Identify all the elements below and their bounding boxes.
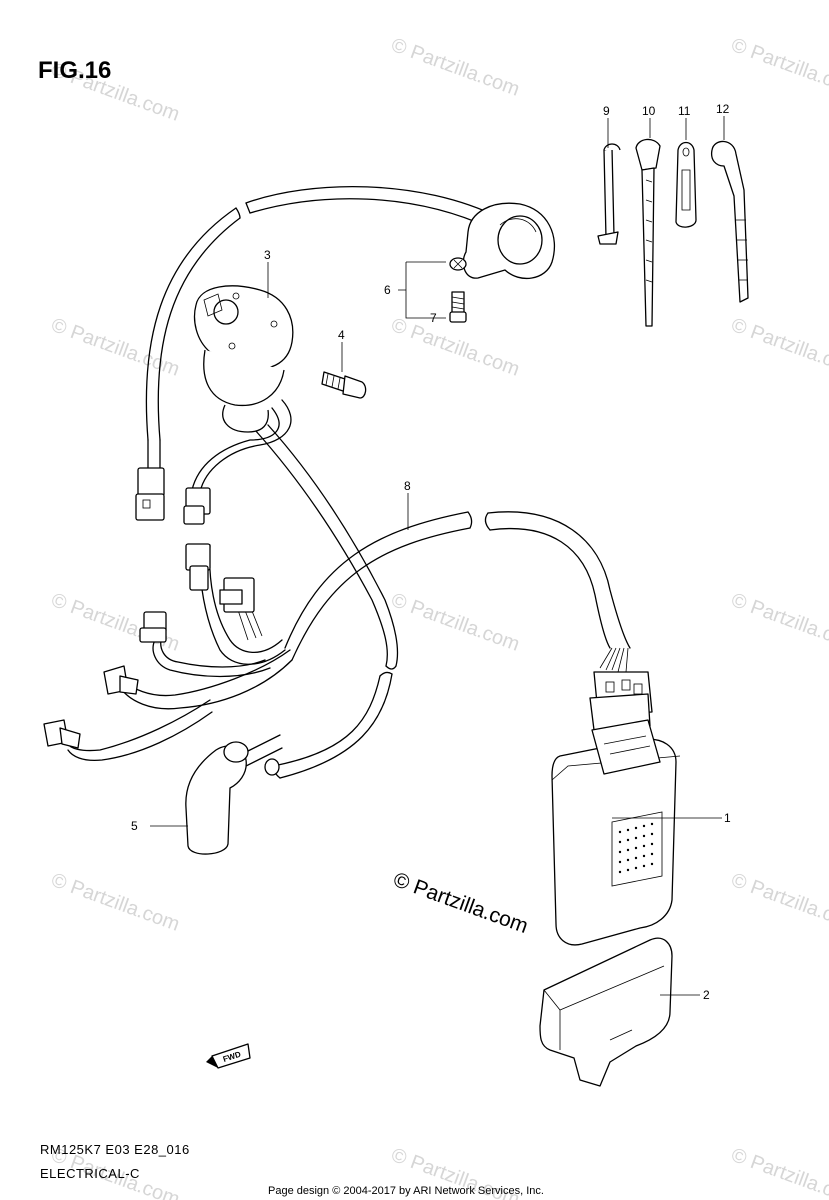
- callout-2: 2: [703, 988, 710, 1002]
- section-name: ELECTRICAL-C: [40, 1166, 140, 1181]
- callout-10: 10: [642, 104, 656, 118]
- cable-ties: [597, 138, 749, 327]
- kill-switch: [183, 285, 294, 525]
- cdi-holder: [539, 937, 673, 1087]
- handlebar-clamp: [449, 202, 556, 323]
- leader-lines: [150, 116, 725, 996]
- watermark-tile: © Partzilla.com: [388, 589, 522, 656]
- watermark-tile: © Partzilla.com: [728, 869, 829, 936]
- partzilla-watermark: © Partzilla.com: [390, 868, 531, 938]
- callout-numbers: 1 2 3 4 5 6 7 8 9 10 11 12: [131, 102, 731, 1002]
- callout-9: 9: [603, 104, 610, 118]
- wiring-harness: [284, 511, 653, 731]
- switch-cable: [254, 424, 399, 779]
- watermark-tile: © Partzilla.com: [728, 34, 829, 101]
- callout-6: 6: [384, 283, 391, 297]
- cdi-unit: [551, 719, 681, 946]
- callout-8: 8: [404, 479, 411, 493]
- callout-3: 3: [264, 248, 271, 262]
- plug-cap: [185, 741, 249, 855]
- callout-7: 7: [430, 311, 437, 325]
- watermark-tile: © Partzilla.com: [728, 1144, 829, 1200]
- watermark-tile: © Partzilla.com: [388, 314, 522, 381]
- callout-5: 5: [131, 819, 138, 833]
- callout-4: 4: [338, 328, 345, 342]
- page-credit: Page design © 2004-2017 by ARI Network S…: [268, 1185, 544, 1197]
- screw: [321, 371, 367, 399]
- callout-12: 12: [716, 102, 730, 116]
- harness-branches: [43, 543, 293, 776]
- figure-title: FIG.16: [38, 57, 111, 84]
- model-code: RM125K7 E03 E28_016: [40, 1142, 190, 1157]
- watermark-tile: © Partzilla.com: [728, 589, 829, 656]
- loop-cable: [135, 186, 501, 521]
- forward-arrow-icon: FWD: [206, 1043, 251, 1069]
- watermark-tile: © Partzilla.com: [48, 869, 182, 936]
- callout-1: 1: [724, 811, 731, 825]
- callout-11: 11: [678, 104, 691, 118]
- watermark-tile: © Partzilla.com: [388, 34, 522, 101]
- watermark-tile: © Partzilla.com: [728, 314, 829, 381]
